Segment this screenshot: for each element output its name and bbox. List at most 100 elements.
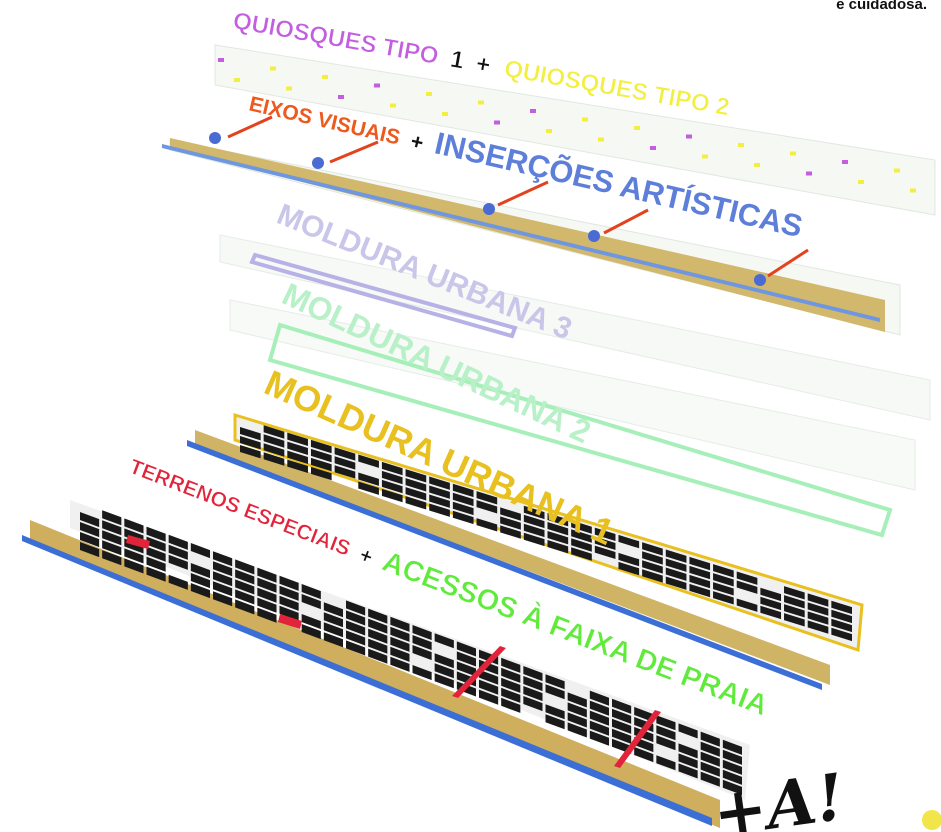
city-block [500,516,521,530]
art-insertion-point [483,203,495,215]
kiosk-marker [234,78,240,82]
city-block [381,470,403,485]
city-block [547,531,569,545]
kiosk-markers [218,58,916,193]
city-block [713,564,734,578]
city-block [429,485,450,499]
special-lots [126,535,661,768]
city-block [368,608,388,624]
city-block [323,612,343,628]
kiosk-marker [390,103,396,108]
city-block [807,611,829,625]
city-block [429,503,450,517]
city-block [323,632,343,648]
city-block [760,587,782,602]
city-block [456,651,476,667]
city-block [257,597,277,613]
kiosk-marker [634,126,640,130]
city-block [346,630,366,646]
city-block [547,513,569,527]
city-block [452,510,474,525]
city-block [612,728,632,744]
art-insertion-point [312,157,324,169]
city-block [334,456,356,470]
city-block [310,457,332,472]
city-block [618,552,640,567]
city-block [784,613,805,627]
city-block [545,714,565,730]
city-block [168,534,188,550]
quiosques-plus: + [474,50,492,79]
city-block [479,669,499,685]
city-block [523,696,543,712]
city-block [642,569,663,583]
art-insertion-point [209,132,221,144]
city-block [390,616,410,632]
city-block [501,697,521,713]
city-block [545,674,565,690]
layer-terrenos [22,500,750,828]
kiosk-marker [858,180,864,184]
city-block [700,771,720,787]
city-block [80,542,100,558]
city-block [500,525,521,539]
city-block [567,722,587,738]
city-block [618,534,640,549]
city-block [434,653,454,669]
city-block [618,561,640,576]
city-block [523,686,543,702]
layer-eixos [162,115,901,336]
kiosk-marker [650,146,656,150]
kiosk-marker [478,100,484,105]
city-block [263,443,285,457]
city-block [102,540,122,556]
kiosk-marker [738,143,744,147]
city-block [831,609,852,624]
city-block [713,591,734,605]
city-block [594,545,616,559]
kiosk-marker [546,129,552,133]
city-block [567,712,587,728]
city-block [263,425,285,439]
city-block [589,720,609,736]
kiosk-marker [910,188,916,193]
terrenos-plus: + [356,543,376,569]
city-block [545,704,565,720]
kiosk-marker [374,83,380,88]
kiosk-marker [702,154,708,159]
city-block [279,585,299,601]
city-block [263,452,285,466]
city-block [642,560,663,574]
city-block [213,591,233,607]
city-block [523,505,545,520]
city-block [571,538,592,552]
city-block [124,558,144,574]
city-block [124,548,144,564]
kiosk-marker [426,92,432,96]
city-block [334,447,356,461]
city-block [310,466,332,481]
city-block [547,540,569,554]
city-block [257,567,277,583]
water-strip [162,144,880,322]
city-block [678,763,698,779]
city-block [368,628,388,644]
city-block [405,478,427,492]
city-block [235,559,255,575]
city-block [831,627,852,642]
city-block [476,500,498,514]
city-block [634,747,654,763]
city-block [102,550,122,566]
city-block [368,618,388,634]
city-block [656,725,676,741]
city-block [412,635,432,651]
layer-moldura-3 [219,234,931,421]
city-block [571,520,592,534]
kiosk-marker [754,163,760,167]
city-block [545,684,565,700]
kiosk-marker [338,95,344,99]
city-block [146,556,166,572]
city-block [346,600,366,616]
kiosk-marker [286,86,292,91]
